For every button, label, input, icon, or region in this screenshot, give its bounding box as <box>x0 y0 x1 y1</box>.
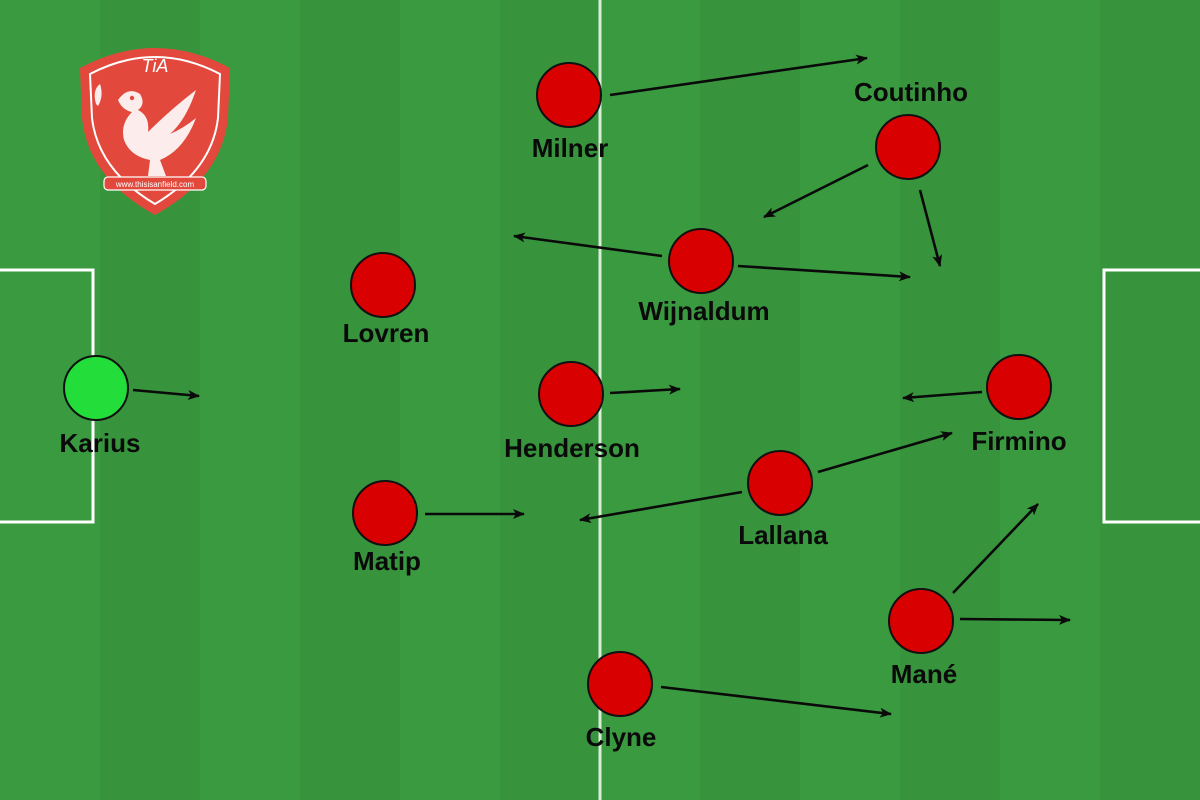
player-label-mane: Mané <box>891 659 957 689</box>
right-penalty-box <box>1102 268 1200 524</box>
players-layer: Karius Lovren Matip Milner Henderson Cly… <box>60 62 1067 752</box>
arrow-mane-diagonal <box>952 503 1039 594</box>
arrow-coutinho-forward <box>918 189 943 267</box>
pitch-stripe <box>300 0 400 800</box>
crest-initials: TiA <box>142 56 169 76</box>
player-label-firmino: Firmino <box>971 426 1066 456</box>
player-label-henderson: Henderson <box>504 433 640 463</box>
player-marker-karius <box>63 355 129 421</box>
player-label-coutinho: Coutinho <box>854 77 968 107</box>
player-marker-clyne <box>587 651 653 717</box>
player-marker-lallana <box>747 450 813 516</box>
player-marker-milner <box>536 62 602 128</box>
player-label-lovren: Lovren <box>343 318 430 348</box>
movement-arrows <box>132 54 1071 718</box>
arrow-mane-forward <box>959 614 1071 625</box>
pitch-stripe <box>700 0 800 800</box>
arrow-henderson <box>609 384 681 395</box>
player-label-karius: Karius <box>60 428 141 458</box>
player-marker-mane <box>888 588 954 654</box>
arrow-milner <box>609 54 868 97</box>
arrow-lallana-back <box>579 490 743 524</box>
club-crest-logo: TiA www.thisisanfield.com <box>80 48 230 215</box>
arrow-wijnaldum-back <box>513 232 663 258</box>
player-marker-wijnaldum <box>668 228 734 294</box>
player-marker-coutinho <box>875 114 941 180</box>
player-marker-matip <box>352 480 418 546</box>
arrow-coutinho-inside <box>763 163 869 219</box>
crest-url: www.thisisanfield.com <box>115 180 195 189</box>
player-marker-henderson <box>538 361 604 427</box>
player-label-lallana: Lallana <box>738 520 828 550</box>
player-label-milner: Milner <box>532 133 609 163</box>
pitch-stripe <box>1100 0 1200 800</box>
player-label-wijnaldum: Wijnaldum <box>638 296 769 326</box>
player-label-clyne: Clyne <box>586 722 657 752</box>
player-label-matip: Matip <box>353 546 421 576</box>
arrow-wijnaldum-forward <box>737 264 911 282</box>
arrow-lallana-forward <box>817 431 953 474</box>
arrow-clyne <box>660 685 892 718</box>
player-marker-lovren <box>350 252 416 318</box>
arrow-karius <box>132 388 200 400</box>
player-marker-firmino <box>986 354 1052 420</box>
arrow-firmino <box>902 390 983 403</box>
